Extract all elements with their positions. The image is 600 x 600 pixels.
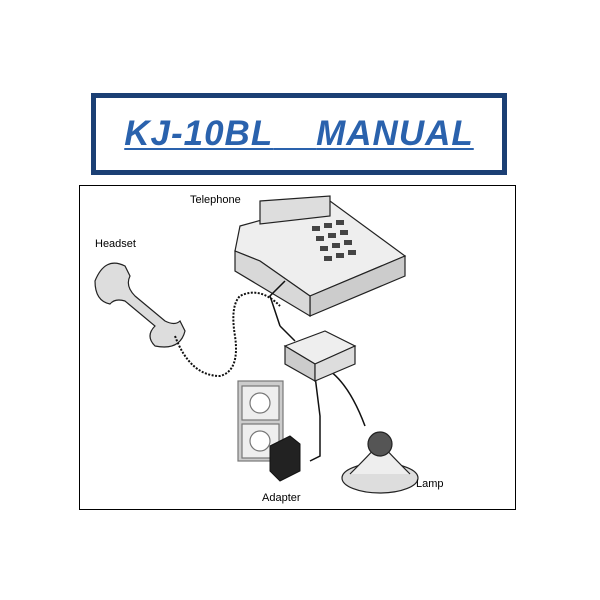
connection-diagram: Telephone Headset Adapter Lamp <box>79 185 516 510</box>
title-word: MANUAL <box>316 114 474 153</box>
coiled-cord <box>174 291 281 378</box>
headset-illustration <box>94 262 186 348</box>
title-banner: KJ-10BL MANUAL <box>91 93 507 175</box>
adapter-illustration <box>269 435 301 482</box>
diagram-illustration <box>94 195 419 494</box>
telephone-illustration <box>234 195 407 318</box>
label-telephone: Telephone <box>190 194 241 206</box>
lamp-illustration <box>341 431 419 494</box>
interface-box <box>283 330 357 383</box>
label-headset: Headset <box>95 238 136 250</box>
cables <box>269 280 366 462</box>
label-lamp: Lamp <box>416 478 444 490</box>
title-model: KJ-10BL <box>124 114 274 153</box>
label-adapter: Adapter <box>262 492 301 504</box>
title-spacer <box>273 114 316 154</box>
